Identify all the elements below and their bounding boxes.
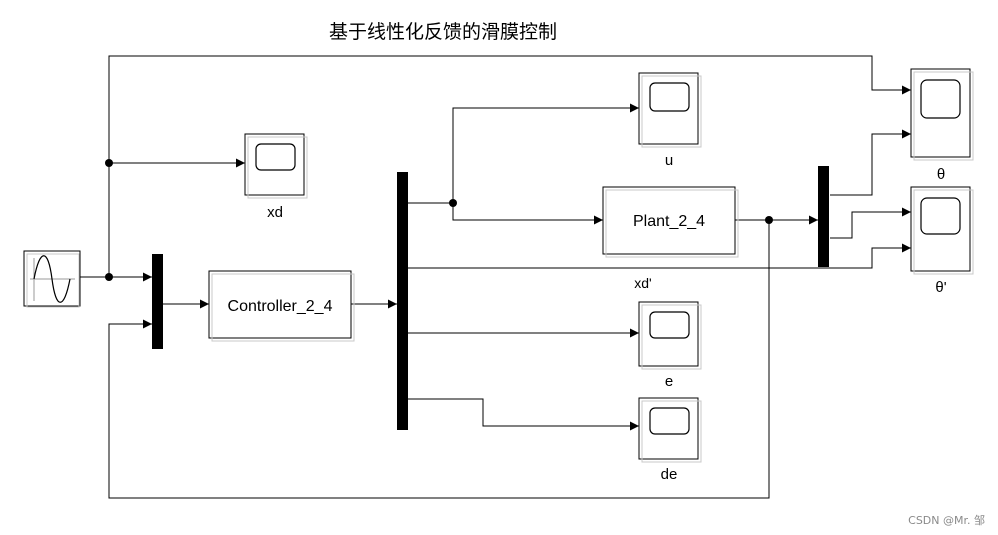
scope-block-de[interactable] <box>638 397 702 463</box>
scope-screen-icon <box>255 143 296 171</box>
demux-block-plant-output[interactable] <box>818 166 829 267</box>
scope-block-u[interactable] <box>638 72 702 148</box>
plant-label: Plant_2_4 <box>633 213 705 230</box>
scope-label-xd: xd <box>267 204 283 221</box>
controller-block[interactable]: Controller_2_4 <box>208 270 355 342</box>
mux-block-input[interactable] <box>152 254 163 349</box>
scope-screen-icon <box>920 79 961 119</box>
sine-wave-source-block[interactable] <box>23 250 81 308</box>
line-u-to-plant[interactable] <box>452 203 603 225</box>
scope-screen-icon <box>649 311 690 339</box>
sine-wave-icon <box>33 255 71 303</box>
line-theta-to-theta-scope[interactable] <box>830 129 911 196</box>
scope-label-e: e <box>665 373 673 390</box>
controller-label: Controller_2_4 <box>228 298 333 315</box>
line-xd-prime-to-theta-dot-scope[interactable] <box>408 243 911 269</box>
scope-block-theta-dot[interactable] <box>910 186 974 275</box>
signal-label-xd-prime: xd' <box>634 275 651 291</box>
branch-point <box>105 273 113 281</box>
scope-block-xd[interactable] <box>244 133 308 199</box>
scope-label-de: de <box>661 466 678 483</box>
branch-point <box>765 216 773 224</box>
demux-block-controller-output[interactable] <box>397 172 408 430</box>
line-theta-dot-to-scope[interactable] <box>830 207 911 239</box>
line-feedback-to-mux1[interactable] <box>108 220 770 499</box>
line-u-to-u-scope[interactable] <box>452 103 639 203</box>
scope-screen-icon <box>649 407 690 435</box>
scope-label-u: u <box>665 152 673 169</box>
branch-point <box>105 159 113 167</box>
branch-point <box>449 199 457 207</box>
scope-screen-icon <box>649 82 690 112</box>
line-de-to-de-scope[interactable] <box>408 398 639 431</box>
watermark: CSDN @Mr. 邹 <box>908 514 985 527</box>
scope-block-e[interactable] <box>638 301 702 370</box>
scope-screen-icon <box>920 197 961 235</box>
scope-label-theta-dot: θ' <box>935 279 946 296</box>
branch-points <box>105 159 773 281</box>
diagram-title: 基于线性化反馈的滑膜控制 <box>329 21 557 43</box>
plant-block[interactable]: Plant_2_4 <box>602 186 739 258</box>
scope-label-theta: θ <box>937 166 945 183</box>
line-xd-to-theta-scope[interactable] <box>108 55 911 277</box>
signal-lines <box>80 55 911 499</box>
scope-block-theta[interactable] <box>910 68 974 161</box>
